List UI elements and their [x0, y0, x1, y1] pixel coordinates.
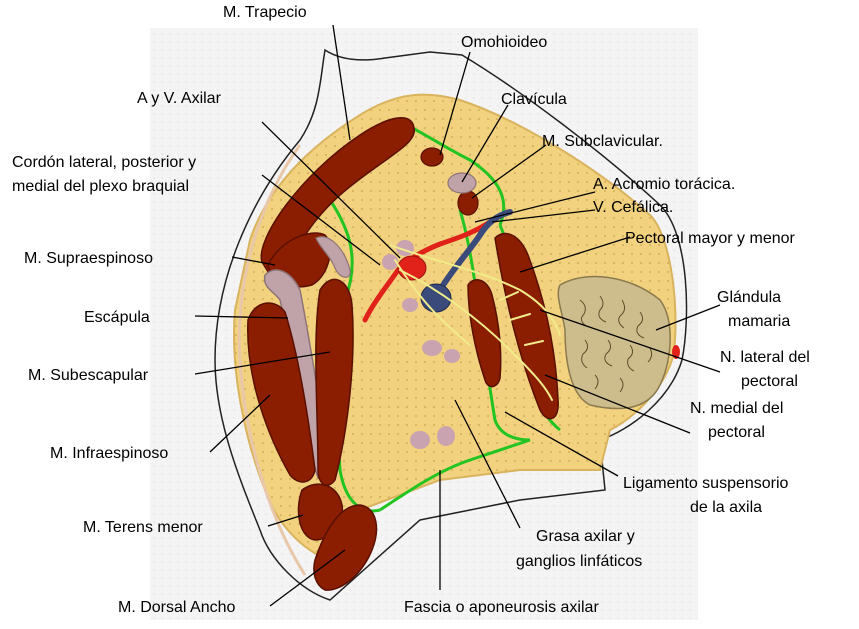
- label-n-medial-2: pectoral: [708, 424, 765, 441]
- label-acromio: A. Acromio torácica.: [593, 176, 735, 193]
- label-glandula-2: mamaria: [728, 313, 790, 330]
- clavicle-bone: [448, 173, 476, 193]
- label-fascia: Fascia o aponeurosis axilar: [404, 599, 599, 616]
- label-subclavicular: M. Subclavicular.: [542, 133, 663, 150]
- label-infraespinoso: M. Infraespinoso: [50, 445, 168, 462]
- label-dorsal: M. Dorsal Ancho: [118, 599, 235, 616]
- label-omohioideo: Omohioideo: [461, 34, 547, 51]
- label-pectoral: Pectoral mayor y menor: [625, 230, 796, 247]
- label-n-medial-1: N. medial del: [690, 400, 783, 417]
- label-subescapular: M. Subescapular: [28, 367, 149, 384]
- label-supraespinoso: M. Supraespinoso: [24, 250, 153, 267]
- label-plexo-2: medial del plexo braquial: [12, 178, 189, 195]
- label-ligamento-2: de la axila: [690, 499, 762, 516]
- label-cefalica: V. Cefálica.: [593, 199, 673, 216]
- label-axilar: A y V. Axilar: [137, 90, 222, 107]
- label-grasa-1: Grasa axilar y: [536, 528, 635, 545]
- label-n-lateral-2: pectoral: [741, 373, 798, 390]
- label-plexo-1: Cordón lateral, posterior y: [12, 154, 196, 171]
- label-grasa-2: ganglios linfáticos: [516, 553, 642, 570]
- label-terens: M. Terens menor: [83, 519, 203, 536]
- subclavius-muscle: [458, 191, 478, 215]
- label-escapula: Escápula: [84, 309, 150, 326]
- label-glandula-1: Glándula: [717, 289, 781, 306]
- label-ligamento-1: Ligamento suspensorio: [623, 475, 789, 492]
- mammary-gland: [558, 277, 670, 409]
- label-n-lateral-1: N. lateral del: [720, 349, 810, 366]
- omohyoid-muscle: [421, 148, 443, 166]
- label-clavicula: Clavícula: [501, 91, 567, 108]
- label-trapecio: M. Trapecio: [223, 4, 307, 21]
